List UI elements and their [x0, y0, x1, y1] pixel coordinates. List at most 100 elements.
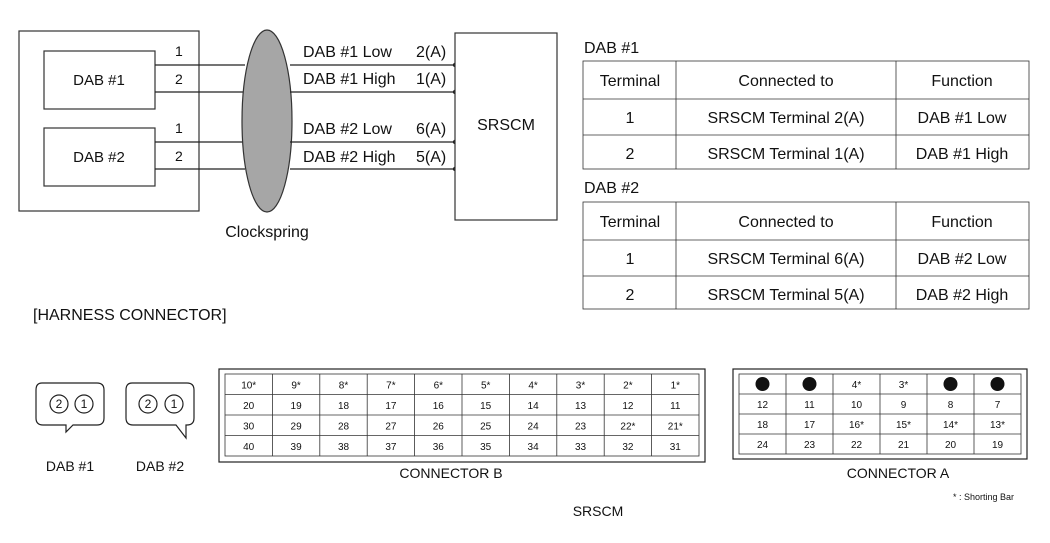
pin-number: 24	[528, 421, 540, 432]
wire-label: DAB #2 High	[303, 149, 396, 166]
table-header: Terminal	[600, 214, 660, 231]
pin-number: 23	[804, 440, 816, 451]
pin-number: 21*	[668, 421, 683, 432]
wire-label: DAB #2 Low	[303, 121, 392, 138]
pin-number: 10*	[241, 380, 256, 391]
pin-circle	[138, 394, 158, 414]
pin-number: 33	[575, 442, 587, 453]
dab2-plug-outline	[125, 382, 195, 440]
pin-number: 35	[480, 442, 492, 453]
pin-number: 16*	[849, 420, 864, 431]
pin-number: 7	[995, 400, 1001, 411]
dab2-pin2-label: 2	[175, 148, 183, 164]
pin-number: 3*	[576, 380, 586, 391]
dab2-module	[43, 127, 156, 187]
pin-number: 1	[81, 397, 88, 411]
pin-number: 22*	[620, 421, 635, 432]
table-cell: SRSCM Terminal 1(A)	[707, 146, 864, 163]
pin-number: 38	[338, 442, 350, 453]
dab1-table-title: DAB #1	[584, 40, 639, 57]
pin-number: 14*	[943, 420, 958, 431]
pin-number: 24	[757, 440, 769, 451]
pin-number: 39	[291, 442, 303, 453]
pin-circle	[74, 394, 94, 414]
pin-number: 4*	[528, 380, 538, 391]
wire-label: DAB #1 High	[303, 71, 396, 88]
pin-number: 25	[480, 421, 492, 432]
pin-number: 4*	[852, 380, 862, 391]
table-cell: DAB #1 Low	[918, 110, 1007, 127]
wire-label: DAB #1 Low	[303, 44, 392, 61]
pin-number: 12	[622, 401, 634, 412]
pin-number: 1*	[671, 380, 681, 391]
wire-terminal: 1(A)	[416, 71, 446, 88]
pin-number: 7*	[386, 380, 396, 391]
dab2-table-title: DAB #2	[584, 180, 639, 197]
dab1-plug-outline	[35, 382, 105, 434]
table-cell: SRSCM Terminal 5(A)	[707, 287, 864, 304]
pin-number: 21	[898, 440, 910, 451]
pin-number: 17	[385, 401, 397, 412]
pin-number: 13*	[990, 420, 1005, 431]
dab1-plug-label: DAB #1	[46, 458, 94, 474]
table-cell: 1	[626, 110, 635, 127]
pin-number: 37	[385, 442, 397, 453]
pin-number: 20	[243, 401, 255, 412]
pin-number: 9	[901, 400, 907, 411]
pin-number: 40	[243, 442, 255, 453]
dab1-table-frame	[582, 60, 1030, 170]
table-header: Function	[931, 73, 992, 90]
blocked-pin	[802, 377, 817, 391]
blocked-pin	[755, 377, 770, 391]
pin-number: 14	[528, 401, 540, 412]
blocked-pin	[990, 377, 1005, 391]
dab1-table: DAB #1 Terminal Connected to Function 1 …	[582, 40, 1030, 170]
pin-number: 36	[433, 442, 445, 453]
srscm-module-label: SRSCM	[477, 117, 535, 134]
pin-number: 32	[622, 442, 634, 453]
pin-circle	[164, 394, 184, 414]
table-header: Connected to	[738, 73, 833, 90]
table-cell: DAB #2 Low	[918, 251, 1007, 268]
pin-circle	[49, 394, 69, 414]
dab1-pin1-label: 1	[175, 43, 183, 59]
srscm-caption: SRSCM	[573, 503, 624, 519]
pin-number: 18	[338, 401, 350, 412]
clockspring-label: Clockspring	[225, 224, 309, 241]
shorting-bar-footnote: * : Shorting Bar	[953, 492, 1014, 502]
pin-number: 10	[851, 400, 863, 411]
pin-number: 34	[528, 442, 540, 453]
pin-number: 23	[575, 421, 587, 432]
pin-number: 12	[757, 400, 769, 411]
pin-number: 26	[433, 421, 445, 432]
pin-number: 5*	[481, 380, 491, 391]
pin-number: 15	[480, 401, 492, 412]
pin-number: 9*	[291, 380, 301, 391]
pin-number: 20	[945, 440, 957, 451]
wire-terminal: 6(A)	[416, 121, 446, 138]
clockspring	[241, 29, 293, 213]
pin-number: 2	[56, 397, 63, 411]
connector-b-outer	[218, 368, 706, 463]
blocked-pin	[943, 377, 958, 391]
pin-number: 16	[433, 401, 445, 412]
pin-number: 19	[992, 440, 1004, 451]
table-cell: 2	[626, 287, 635, 304]
dab1-module-label: DAB #1	[73, 72, 125, 89]
dab2-table: DAB #2 Terminal Connected to Function 1 …	[582, 180, 1030, 310]
pin-number: 30	[243, 421, 255, 432]
table-cell: 2	[626, 146, 635, 163]
table-header: Connected to	[738, 214, 833, 231]
dab2-pin1-label: 1	[175, 120, 183, 136]
pin-number: 11	[670, 401, 681, 412]
table-cell: DAB #1 High	[916, 146, 1009, 163]
dab1-plug: 2 1 DAB #1	[35, 382, 105, 474]
pin-number: 3*	[899, 380, 909, 391]
dab2-plug: 2 1 DAB #2	[125, 382, 195, 474]
pin-number: 29	[291, 421, 303, 432]
dab2-module-label: DAB #2	[73, 149, 125, 166]
